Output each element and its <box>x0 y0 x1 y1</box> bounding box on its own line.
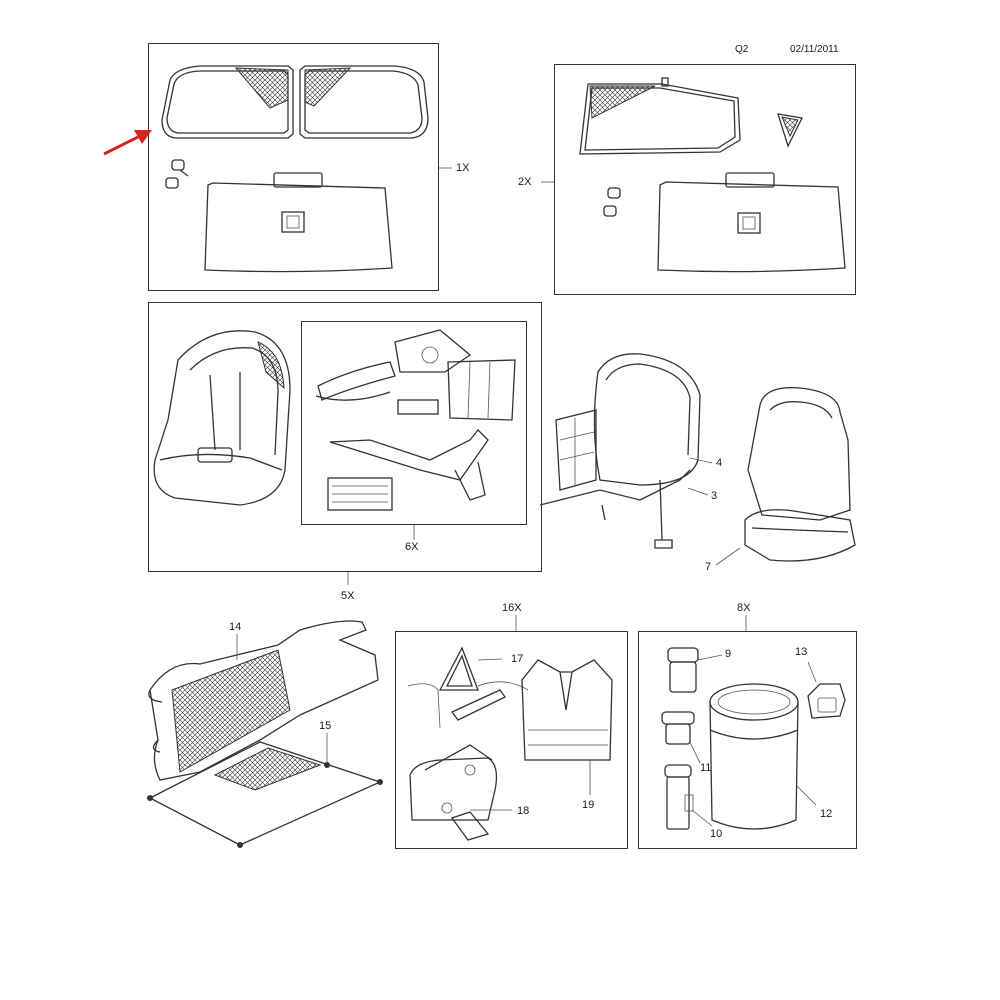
infant-carrier-drawing <box>539 353 713 549</box>
callout-17: 17 <box>511 653 524 665</box>
callout-19: 19 <box>582 799 595 811</box>
callout-8x: 8X <box>737 602 751 614</box>
callout-16x: 16X <box>502 602 522 614</box>
callout-18: 18 <box>517 805 530 817</box>
storage-bag-2x-drawing <box>657 172 846 273</box>
cargo-net-drawing <box>148 620 379 781</box>
group-box-16x[interactable] <box>395 631 628 849</box>
header-date: 02/11/2011 <box>790 44 839 55</box>
first-aid-kit-drawing <box>409 744 512 841</box>
group-box-2x[interactable] <box>554 64 856 295</box>
callout-9: 9 <box>725 648 732 660</box>
callout-7: 7 <box>705 561 712 573</box>
callout-12: 12 <box>820 808 833 820</box>
red-pointer-arrow-icon <box>103 130 152 156</box>
seat-accessory-kit-drawing <box>315 329 516 511</box>
ashtray-parts-drawing <box>661 647 723 830</box>
group-box-5x[interactable] <box>148 302 542 572</box>
child-seat-drawing <box>153 330 291 506</box>
group-box-1x[interactable] <box>148 43 439 291</box>
callout-5x: 5X <box>341 590 355 602</box>
callout-1x: 1X <box>456 162 470 174</box>
callout-15: 15 <box>319 720 332 732</box>
booster-seat-drawing <box>715 386 856 566</box>
warning-triangle-drawing <box>407 646 529 729</box>
coin-holder-drawing <box>807 661 846 719</box>
callout-4: 4 <box>716 457 723 469</box>
side-sunshade-drawing <box>579 77 803 217</box>
callout-10: 10 <box>710 828 723 840</box>
callout-6x: 6X <box>405 541 419 553</box>
callout-11: 11 <box>700 762 712 774</box>
storage-cup-drawing <box>709 683 817 830</box>
safety-vest-drawing <box>521 659 613 795</box>
storage-bag-1x-drawing <box>204 172 393 273</box>
callout-14: 14 <box>229 621 242 633</box>
sunshade-pair-drawing <box>161 65 429 189</box>
group-box-8x[interactable] <box>638 631 857 849</box>
group-box-6x[interactable] <box>301 321 527 525</box>
callout-2x: 2X <box>518 176 532 188</box>
callout-3: 3 <box>711 490 718 502</box>
callout-13: 13 <box>795 646 808 658</box>
header-code: Q2 <box>735 44 749 55</box>
floor-net-drawing <box>147 733 383 848</box>
